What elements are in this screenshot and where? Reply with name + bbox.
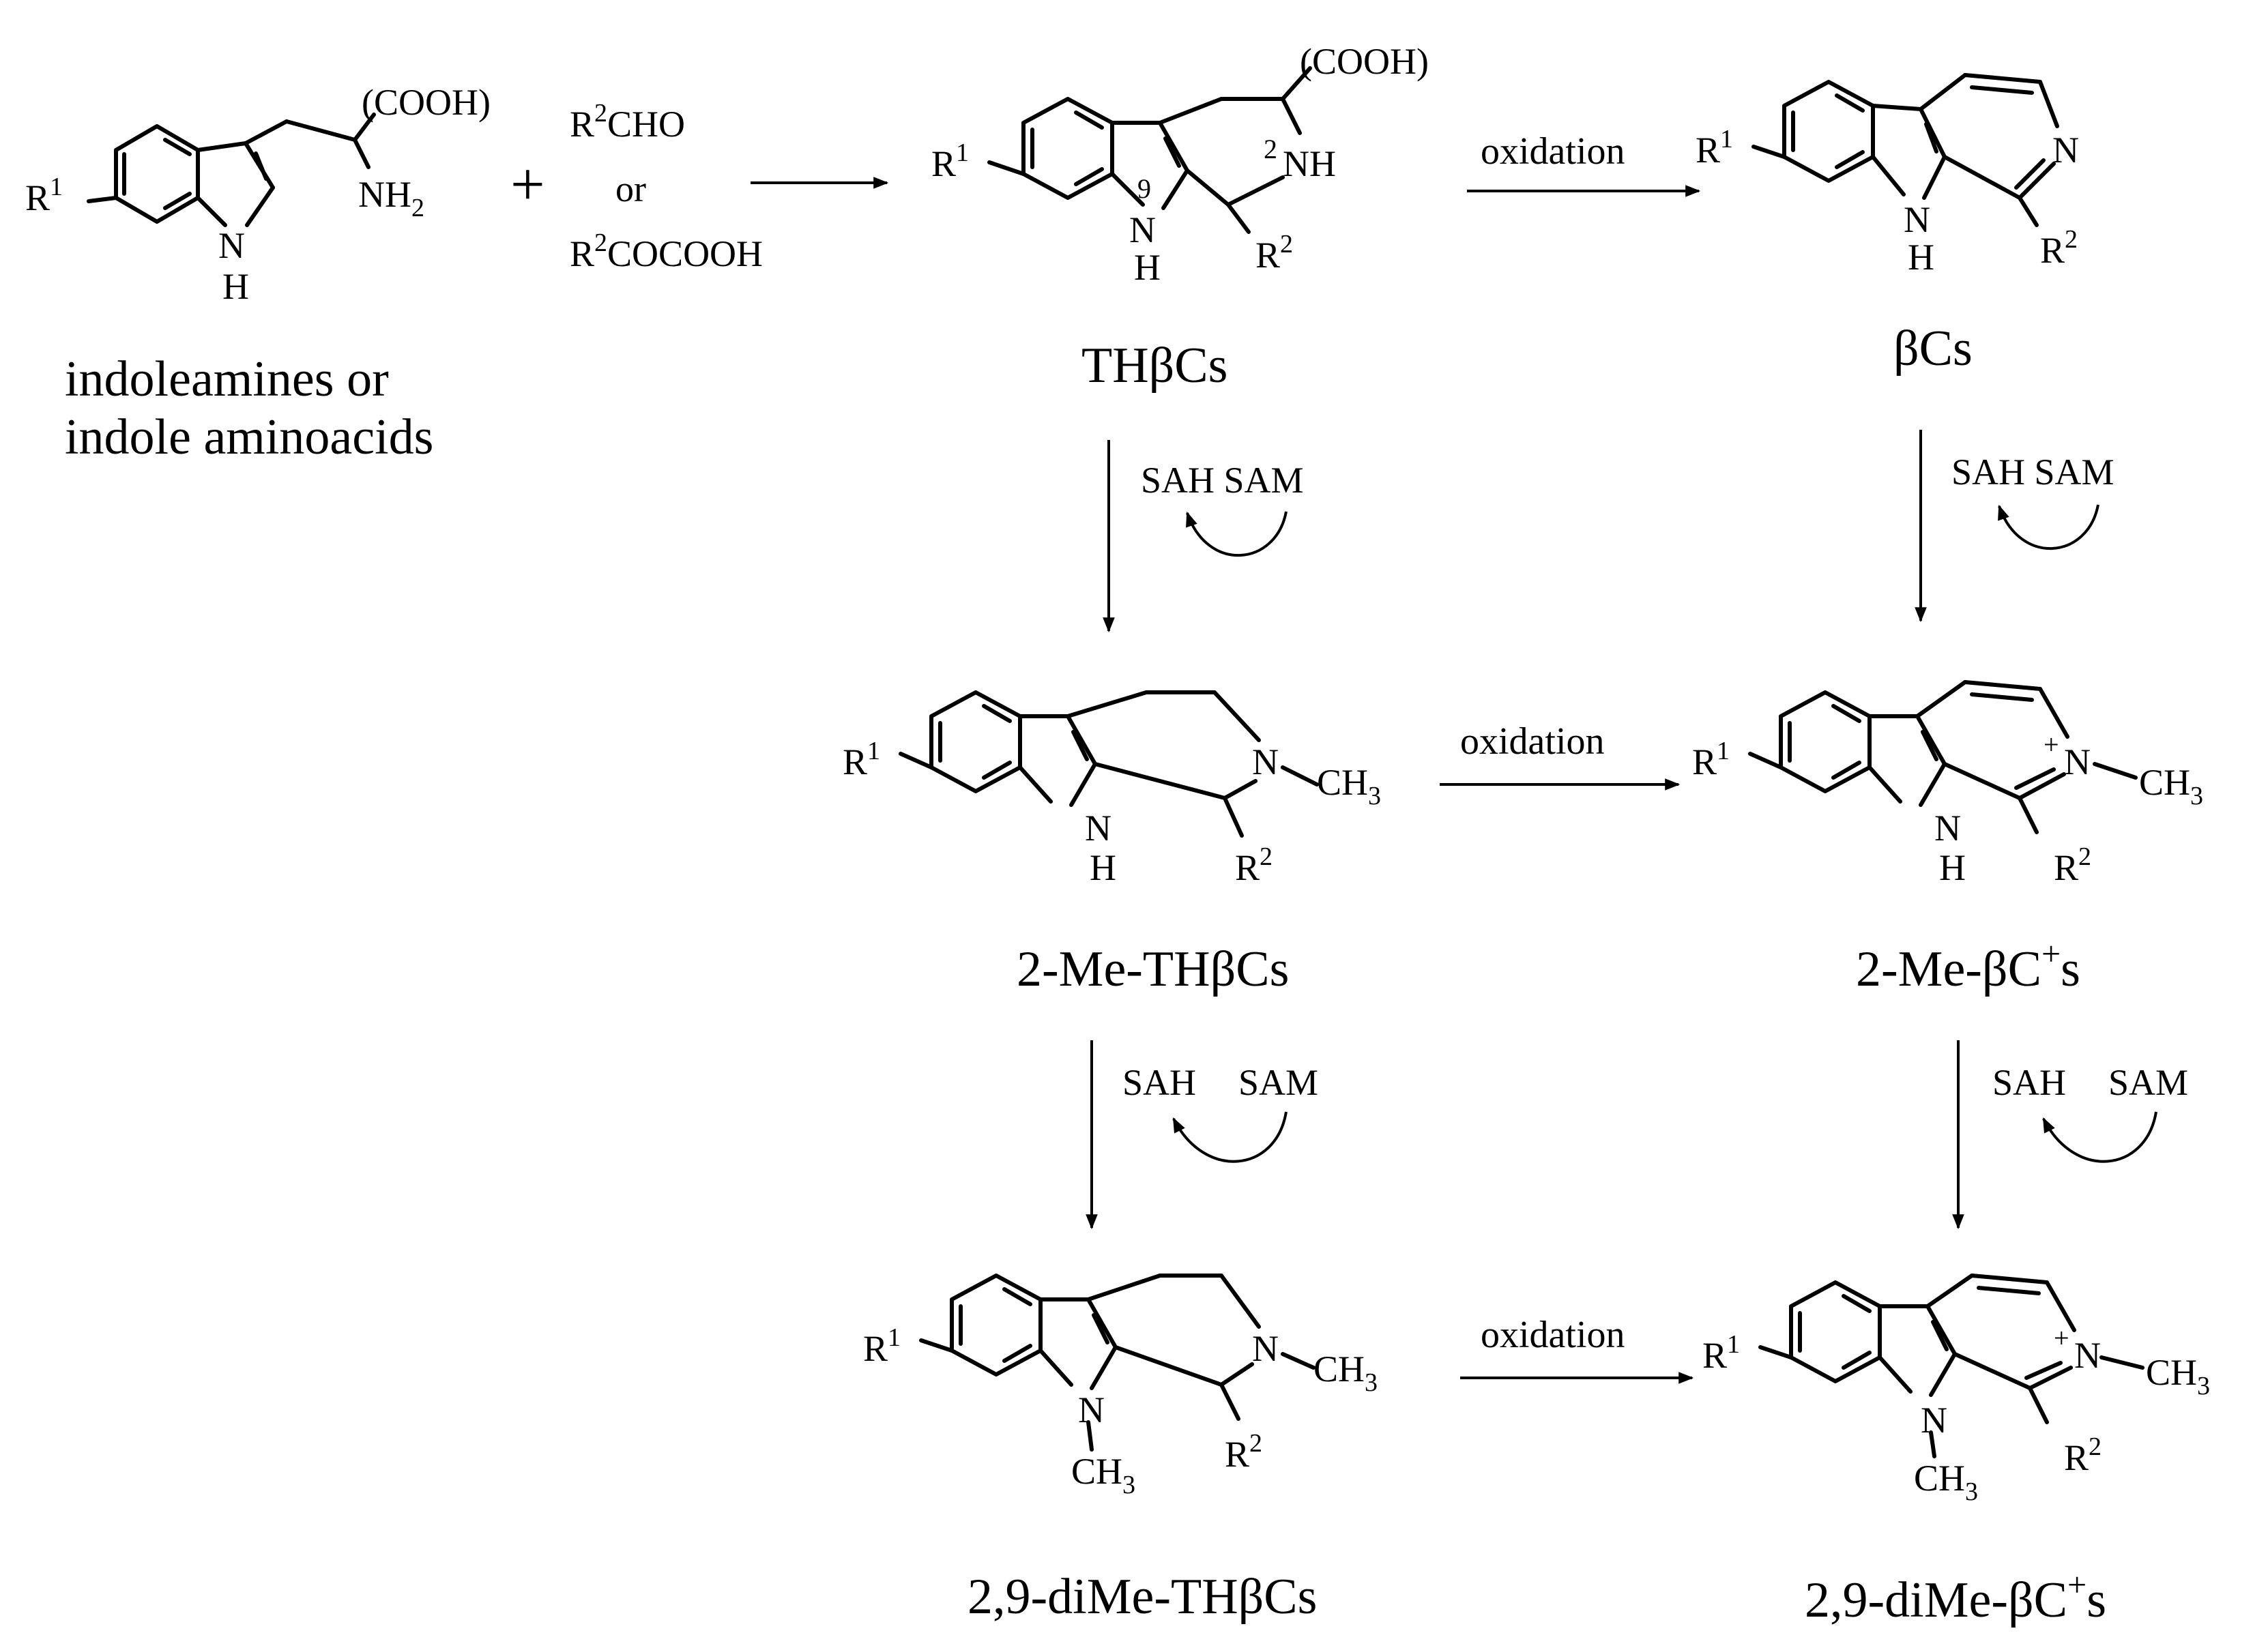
n-methyl-label: CH3 xyxy=(1313,1349,1378,1397)
r1-label: R1 xyxy=(25,173,63,218)
cooh-label: (COOH) xyxy=(362,82,491,123)
indole-n: N xyxy=(1078,1389,1105,1430)
ring-n: N xyxy=(1252,1328,1279,1369)
ring-n: N xyxy=(2074,1335,2101,1376)
indole-h: H xyxy=(1939,847,1966,888)
indole-n: N xyxy=(1934,808,1961,849)
label-oxidation-3: oxidation xyxy=(1481,1314,1625,1356)
indole-n: N xyxy=(1129,209,1156,250)
nh-label: NH xyxy=(1283,143,1336,184)
r2-label: R2 xyxy=(2064,1432,2102,1478)
n-methyl-label: CH3 xyxy=(2139,762,2203,810)
caption-indoleamines-line2: indole aminoacids xyxy=(65,409,433,465)
curved-arrow-sam-1 xyxy=(1186,511,1288,557)
structure-bc: R1 N N H R2 xyxy=(1696,73,2079,278)
indole-n: N xyxy=(1085,808,1111,849)
indole-h: H xyxy=(1134,247,1161,288)
r2-label: R2 xyxy=(1255,230,1293,276)
label-sam-3: SAM xyxy=(1238,1062,1318,1103)
structure-2-me-thbc: R1 N CH3 N H R2 xyxy=(843,690,1381,888)
position-9-label: 9 xyxy=(1137,173,1151,204)
label-oxidation-2: oxidation xyxy=(1460,720,1605,763)
label-sah-3: SAH xyxy=(1122,1062,1196,1103)
curved-arrow-sam-2 xyxy=(1998,504,2099,550)
ring-n: N xyxy=(2052,130,2079,171)
r2-label: R2 xyxy=(2040,225,2078,271)
structure-indoleamine: R1 (COOH) NH2 N H xyxy=(25,82,491,307)
label-sam-4: SAM xyxy=(2108,1062,2188,1103)
r1-label: R1 xyxy=(1702,1330,1740,1376)
curved-arrow-sam-3 xyxy=(1172,1111,1288,1163)
charge-plus: + xyxy=(2044,729,2059,760)
caption-29-dime-bc-plus: 2,9-diMe-βC+s xyxy=(1805,1565,2106,1628)
label-cofactor-1: SAH SAM xyxy=(1141,460,1304,501)
n9-methyl-label: CH3 xyxy=(1071,1451,1135,1499)
indole-h: H xyxy=(1908,237,1934,278)
plus-sign: + xyxy=(510,151,545,218)
indole-n: N xyxy=(1921,1400,1947,1441)
r1-label: R1 xyxy=(863,1323,901,1369)
ring-n: N xyxy=(2064,741,2091,782)
r1-label: R1 xyxy=(1696,125,1733,171)
cooh-label: (COOH) xyxy=(1300,41,1429,82)
r1-label: R1 xyxy=(931,138,969,184)
r2-label: R2 xyxy=(2054,842,2091,888)
caption-indoleamines-line1: indoleamines or xyxy=(65,351,389,407)
structure-2-me-bc-plus: R1 + N CH3 N H R2 xyxy=(1692,680,2203,888)
svg-text:or: or xyxy=(615,168,646,209)
structure-29-dime-bc-plus: R1 + N CH3 N CH3 R2 xyxy=(1702,1274,2210,1506)
charge-plus: + xyxy=(2054,1323,2069,1353)
caption-bcs: βCs xyxy=(1893,321,1973,377)
curved-arrow-sam-4 xyxy=(2042,1111,2157,1163)
r1-label: R1 xyxy=(843,737,880,782)
r2-label: R2 xyxy=(1235,842,1273,888)
label-oxidation-1: oxidation xyxy=(1481,130,1625,173)
svg-text:R2COCOOH: R2COCOOH xyxy=(570,229,763,274)
label-sah-4: SAH xyxy=(1992,1062,2066,1103)
caption-29-dime-thbcs: 2,9-diMe-THβCs xyxy=(968,1569,1317,1625)
caption-thbcs: THβCs xyxy=(1081,338,1227,394)
caption-2-me-bc-plus: 2-Me-βC+s xyxy=(1856,935,2080,997)
indole-h: H xyxy=(1090,847,1116,888)
n9-methyl-label: CH3 xyxy=(1914,1458,1978,1506)
n-methyl-label: CH3 xyxy=(1317,762,1381,810)
indole-n: N xyxy=(218,225,245,266)
r1-label: R1 xyxy=(1692,737,1730,782)
reagents: R2CHO or R2COCOOH xyxy=(570,99,763,274)
position-2-label: 2 xyxy=(1264,134,1277,164)
r2-label: R2 xyxy=(1225,1429,1262,1475)
structure-29-dime-thbc: R1 N CH3 N CH3 R2 xyxy=(863,1274,1378,1499)
n-methyl-label: CH3 xyxy=(2146,1352,2210,1400)
indole-n: N xyxy=(1904,199,1930,240)
label-cofactor-2: SAH SAM xyxy=(1951,452,2114,492)
ring-n: N xyxy=(1252,741,1279,782)
indole-h: H xyxy=(222,266,249,307)
nh2-label: NH2 xyxy=(358,174,424,222)
caption-2-me-thbcs: 2-Me-THβCs xyxy=(1017,941,1289,997)
svg-text:R2CHO: R2CHO xyxy=(570,99,685,145)
structure-thbc: R1 (COOH) 2 NH 9 N H R2 xyxy=(931,41,1429,288)
